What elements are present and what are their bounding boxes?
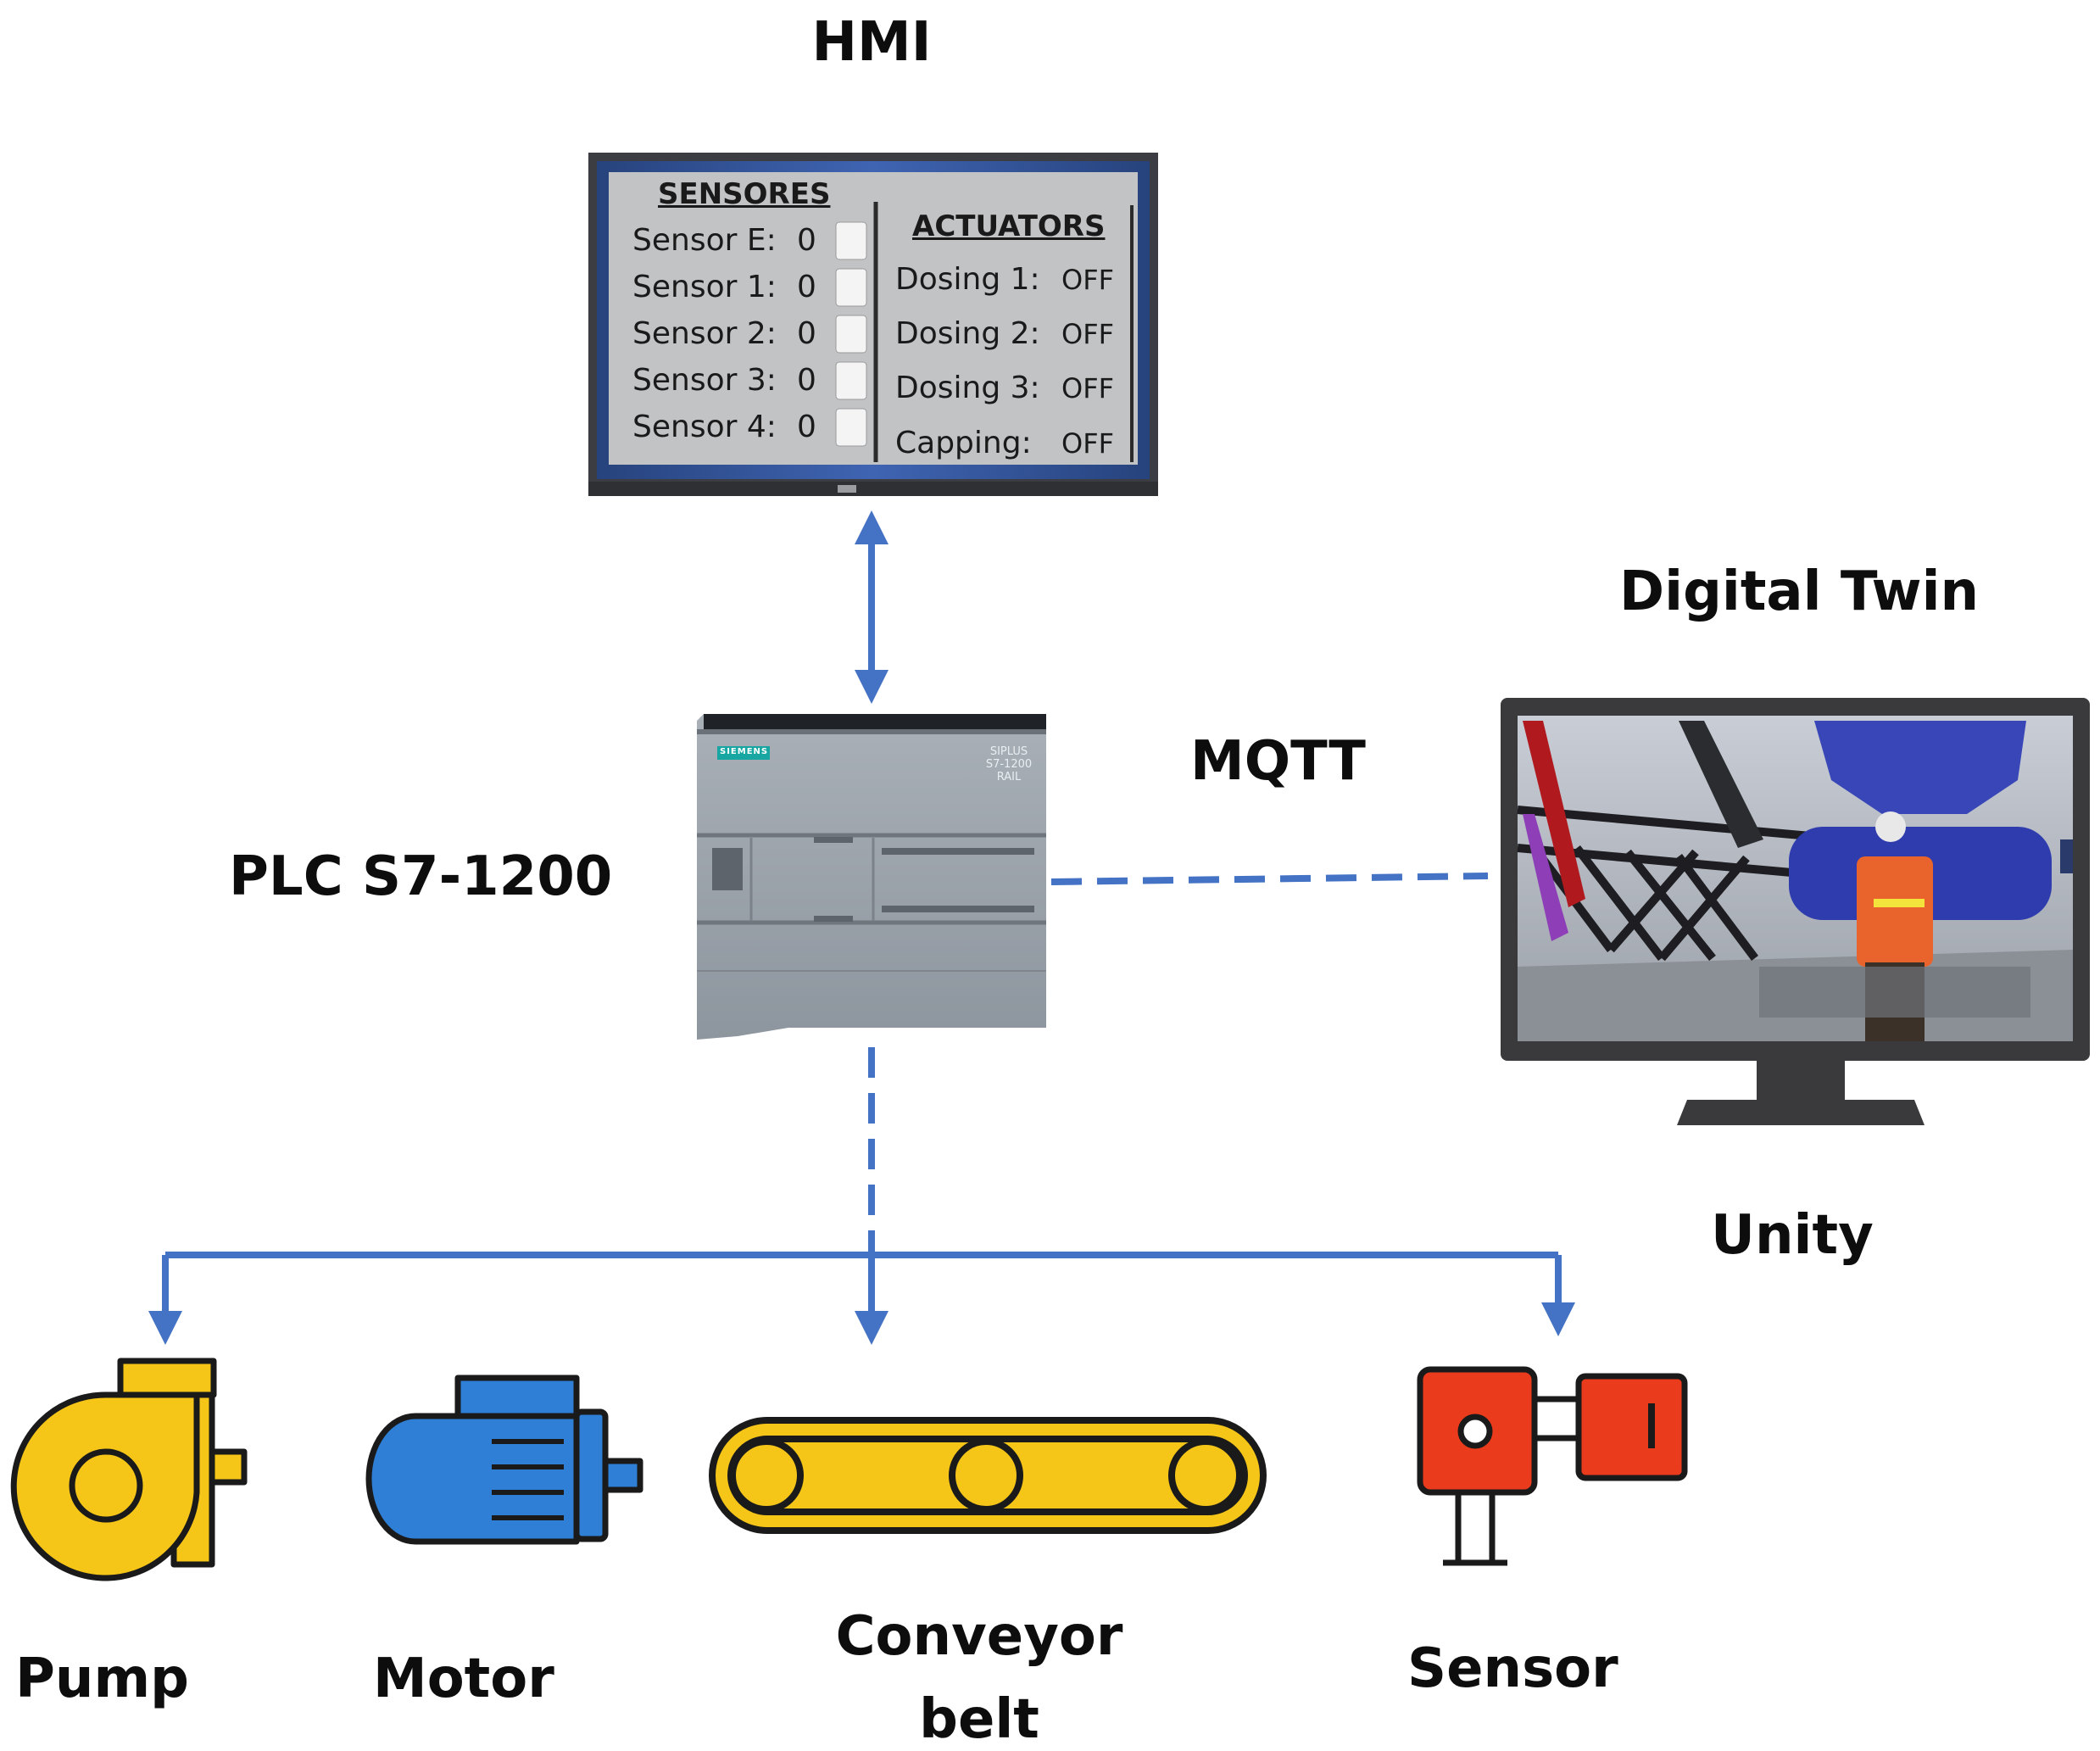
connectors — [148, 510, 1575, 1345]
hmi-sensor-name: Sensor E: — [632, 223, 777, 258]
plc-label: PLC S7-1200 — [229, 845, 613, 908]
hmi-actuator-state: OFF — [1061, 372, 1114, 404]
mqtt-label: MQTT — [1190, 730, 1366, 793]
hmi-sensor-value: 0 — [797, 316, 816, 351]
hmi-sensors-title: SENSORES — [658, 177, 831, 211]
plc-model-line: S7-1200 — [985, 758, 1033, 771]
hmi-label: HMI — [811, 11, 932, 74]
hmi-actuators-title: ACTUATORS — [912, 209, 1106, 243]
motor-label: Motor — [373, 1648, 554, 1710]
plc-brand: SIEMENS — [720, 747, 769, 756]
conveyor-label-line1: Conveyor — [835, 1605, 1123, 1668]
hmi-actuator-name: Dosing 2: — [895, 316, 1040, 351]
conveyor-belt-icon — [709, 1417, 1267, 1534]
hmi-actuator-name: Capping: — [895, 426, 1032, 460]
hmi-actuator-name: Dosing 1: — [895, 262, 1040, 297]
pump-icon — [10, 1358, 248, 1581]
hmi-sensor-value: 0 — [797, 270, 816, 304]
monitor-stand — [1677, 1061, 1925, 1125]
hmi-actuator-state: OFF — [1061, 318, 1114, 350]
mqtt-link — [1050, 873, 1489, 885]
siemens-logo — [717, 746, 770, 760]
hmi-actuator-state: OFF — [1061, 264, 1114, 296]
digital-twin-monitor — [1501, 698, 2090, 1125]
conveyor-label-line2: belt — [919, 1688, 1039, 1751]
unity-label: Unity — [1711, 1204, 1874, 1267]
hmi-sensor-name: Sensor 1: — [632, 270, 777, 304]
hmi-sensor-indicators — [835, 221, 867, 447]
hmi-sensor-name: Sensor 4: — [632, 410, 777, 444]
plc-model-line: RAIL — [996, 771, 1022, 783]
sensor-label: Sensor — [1407, 1637, 1618, 1700]
sensor-icon — [1417, 1366, 1688, 1566]
hmi-sensor-name: Sensor 3: — [632, 363, 777, 398]
hmi-monitor — [588, 153, 1158, 496]
hmi-sensor-name: Sensor 2: — [632, 316, 777, 351]
hmi-sensor-value: 0 — [797, 363, 816, 398]
pump-label: Pump — [15, 1648, 189, 1710]
plc-model-line: SIPLUS — [989, 745, 1028, 758]
hmi-sensor-value: 0 — [797, 410, 816, 444]
motor-icon — [365, 1375, 643, 1545]
hmi-actuator-name: Dosing 3: — [895, 371, 1040, 405]
hmi-actuator-state: OFF — [1061, 427, 1114, 460]
plc-device — [697, 714, 1046, 1040]
hmi-sensor-value: 0 — [797, 223, 816, 258]
digital-twin-label: Digital Twin — [1619, 560, 1980, 623]
